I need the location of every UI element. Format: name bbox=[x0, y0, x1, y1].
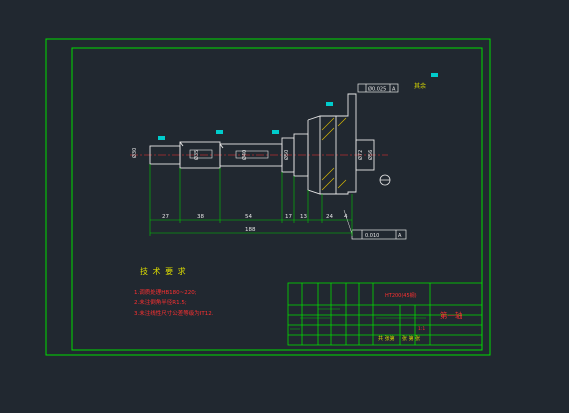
title-block-fill bbox=[290, 308, 426, 330]
svg-text:A: A bbox=[392, 87, 396, 93]
svg-text:Ø50: Ø50 bbox=[283, 150, 290, 160]
roughness-icon bbox=[272, 130, 279, 134]
dimension-len6: 24 bbox=[326, 214, 333, 220]
svg-text:Ø56: Ø56 bbox=[367, 150, 374, 160]
roughness-symbols bbox=[158, 73, 438, 140]
roughness-icon bbox=[216, 130, 223, 134]
dimension-len3: 54 bbox=[245, 214, 252, 220]
dimension-len1: 27 bbox=[162, 214, 169, 220]
keyways bbox=[189, 149, 269, 159]
tolerance-frame-top: Ø0.025 A bbox=[357, 83, 399, 93]
svg-text:Ø30: Ø30 bbox=[131, 148, 138, 158]
shaft-outline bbox=[149, 93, 375, 195]
svg-text:Ø0.025: Ø0.025 bbox=[368, 86, 386, 93]
dimension-len5: 13 bbox=[300, 214, 307, 220]
title-footer-right: 张 第 张 bbox=[402, 335, 420, 342]
gear-section-hatch bbox=[321, 117, 347, 191]
roughness-note: 其余 bbox=[414, 82, 426, 90]
title-block bbox=[287, 282, 483, 346]
outer-frame bbox=[45, 38, 491, 356]
dimension-len4: 17 bbox=[285, 214, 292, 220]
diameter-labels: Ø30 Ø35 Ø40 Ø50 Ø72 Ø56 bbox=[131, 148, 374, 160]
dimension-len7: 4 bbox=[344, 214, 348, 220]
title-footer-left: 共 张第 bbox=[378, 335, 395, 342]
roughness-icon bbox=[158, 136, 165, 140]
svg-text:Ø72: Ø72 bbox=[357, 150, 364, 160]
dimension-lines bbox=[149, 164, 353, 236]
inner-frame bbox=[71, 47, 483, 351]
dimension-len2: 38 bbox=[197, 214, 204, 220]
title-part-name: 第一轴 bbox=[440, 310, 463, 320]
tech-req-title: 技 术 要 求 bbox=[140, 266, 187, 276]
tech-req-item-1: 1.调质处理HB180~220; bbox=[134, 288, 197, 296]
title-scale: 1:1 bbox=[418, 326, 425, 332]
svg-text:A: A bbox=[398, 233, 402, 239]
svg-text:0.010: 0.010 bbox=[365, 233, 379, 239]
tech-req-item-3: 3.未注线性尺寸公差等级为IT12. bbox=[134, 309, 214, 317]
svg-text:Ø40: Ø40 bbox=[241, 150, 248, 160]
title-material: HT200(45钢) bbox=[385, 292, 417, 299]
roughness-icon bbox=[431, 73, 438, 77]
roughness-icon bbox=[326, 102, 333, 106]
svg-text:Ø35: Ø35 bbox=[193, 150, 200, 160]
tech-req-item-2: 2.未注倒角半径R1.5; bbox=[134, 298, 187, 306]
dimension-total: 188 bbox=[245, 227, 256, 233]
tolerance-frame-bottom: 0.010 A bbox=[343, 209, 407, 240]
